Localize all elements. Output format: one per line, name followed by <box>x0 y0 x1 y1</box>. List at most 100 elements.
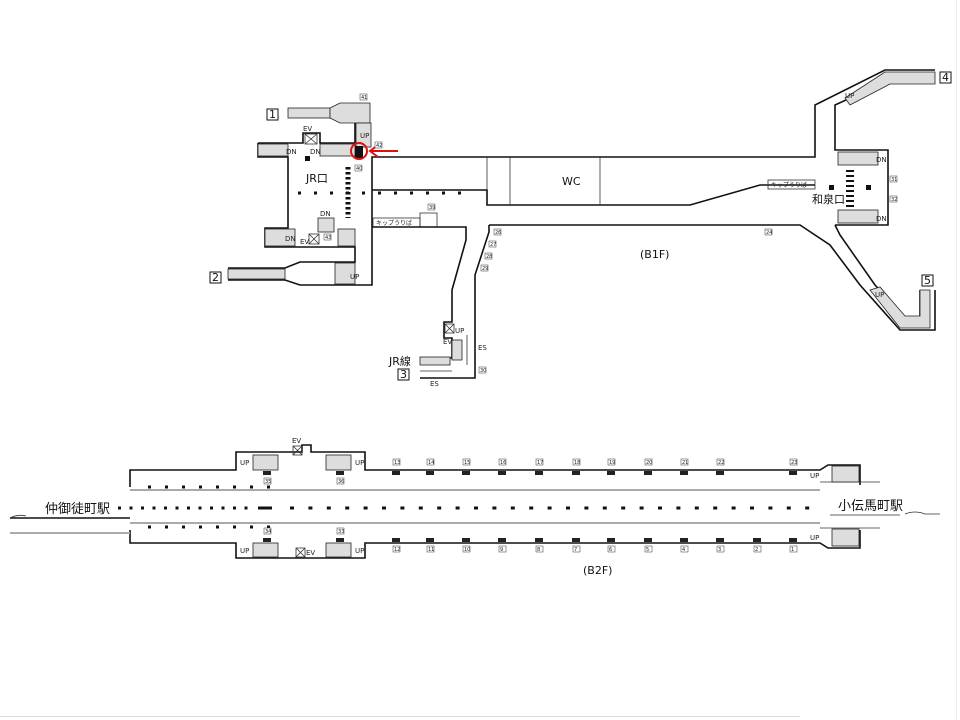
pillar-marker <box>535 471 543 475</box>
b2f-marker: 11 <box>428 547 434 553</box>
pillar-marker <box>426 471 434 475</box>
b2f-marker: 3 <box>718 547 721 553</box>
dn-stair-mid <box>319 143 356 157</box>
b2f-marker: 21 <box>682 460 688 466</box>
exit-3-box <box>397 368 410 381</box>
b2f-marker: 13 <box>394 460 400 466</box>
b2f-marker: 17 <box>537 460 543 466</box>
marker-box <box>644 458 653 466</box>
up-label: UP <box>240 547 249 555</box>
pillar-marker <box>392 538 400 542</box>
marker-box <box>789 545 798 553</box>
wc-label: WC <box>562 175 581 188</box>
ev-label: EV <box>303 125 312 133</box>
pillar-marker <box>607 471 615 475</box>
b1f-marker: 31 <box>891 177 897 183</box>
marker-box <box>462 545 471 553</box>
b1f-floor-label: (B1F) <box>640 248 669 261</box>
b1f-marker: 26 <box>495 230 501 236</box>
marker-box <box>359 93 368 101</box>
marker-box <box>493 228 502 236</box>
pillar-marker <box>498 471 506 475</box>
marker-box <box>480 264 489 272</box>
izumi-exit-label: 和泉口 <box>812 192 845 206</box>
pillar-marker <box>716 471 724 475</box>
wall <box>420 225 490 379</box>
ev-label: EV <box>300 238 309 246</box>
b2f-marker: 14 <box>428 460 434 466</box>
b2f-up-stair-4 <box>325 542 352 558</box>
marker-box <box>607 545 616 553</box>
dn-label: DN <box>876 215 887 223</box>
b1f-marker: 42 <box>376 143 382 149</box>
marker-box <box>263 477 272 485</box>
current-location-arrow-icon <box>368 144 398 158</box>
b2f-marker: 7 <box>574 547 577 553</box>
pillar-marker <box>498 538 506 542</box>
marker-box <box>572 458 581 466</box>
pillar-marker <box>644 471 652 475</box>
up-label: UP <box>875 291 884 299</box>
wall <box>228 69 935 286</box>
dn-label: DN <box>310 148 321 156</box>
marker-box <box>889 175 898 183</box>
b2f-marker: 6 <box>609 547 612 553</box>
marker-box <box>498 458 507 466</box>
b2f-up-stair-right-bottom <box>831 528 860 547</box>
b2f-marker: 20 <box>646 460 652 466</box>
pillar-marker <box>789 538 797 542</box>
exit-1-stair-wide <box>329 102 371 124</box>
b2f-up-stair-2 <box>325 454 352 471</box>
b1f-marker: 30 <box>480 368 486 374</box>
ev-label: EV <box>292 437 301 445</box>
pillar-marker <box>336 471 344 475</box>
b2f-marker: 16 <box>500 460 506 466</box>
exit-2-box <box>209 271 222 284</box>
b2f-marker: 18 <box>574 460 580 466</box>
exit-4-label: 4 <box>942 71 949 84</box>
jr-exit-label: JR口 <box>305 172 328 185</box>
b2f-floor <box>9 444 940 559</box>
marker-box <box>764 228 773 236</box>
pillar-marker <box>789 471 797 475</box>
pillar-marker <box>336 538 344 542</box>
marker-box <box>263 527 272 535</box>
up-label: UP <box>810 534 819 542</box>
marker-box <box>426 458 435 466</box>
dn-label: DN <box>285 235 296 243</box>
b1f-marker: 27 <box>490 242 496 248</box>
b2f-marker: 1 <box>791 547 794 553</box>
ev-label: EV <box>443 338 452 346</box>
marker-box <box>392 545 401 553</box>
jr-line-label: JR線 <box>388 354 411 368</box>
marker-box <box>488 240 497 248</box>
exit-1-stair <box>287 107 331 119</box>
b2f-floor-label: (B2F) <box>583 564 612 577</box>
marker-box <box>462 458 471 466</box>
dn-stair-bottom <box>264 228 296 247</box>
wall <box>228 143 356 269</box>
b2f-marker: 36 <box>338 479 344 485</box>
divider <box>0 716 800 717</box>
pillar-marker <box>716 538 724 542</box>
b2f-marker: 23 <box>791 460 797 466</box>
station-left-label: 仲御徒町駅 <box>45 502 110 517</box>
b1f-marker: 28 <box>486 254 492 260</box>
pillar-marker <box>753 538 761 542</box>
marker-box <box>716 458 725 466</box>
exit-2-stair <box>227 268 286 280</box>
marker-box <box>572 545 581 553</box>
exit-5-label: 5 <box>924 274 931 287</box>
izumi-dn-stair-top <box>837 151 879 166</box>
b2f-marker: 33 <box>338 529 344 535</box>
marker-box <box>427 203 436 211</box>
b2f-marker: 8 <box>537 547 540 553</box>
exit-2-label: 2 <box>212 271 219 284</box>
es-label: ES <box>430 380 439 388</box>
b1f-marker: 32 <box>891 197 897 203</box>
marker-box <box>753 545 762 553</box>
b2f-marker: 12 <box>394 547 400 553</box>
up-label: UP <box>350 273 359 281</box>
pillar-marker <box>462 471 470 475</box>
